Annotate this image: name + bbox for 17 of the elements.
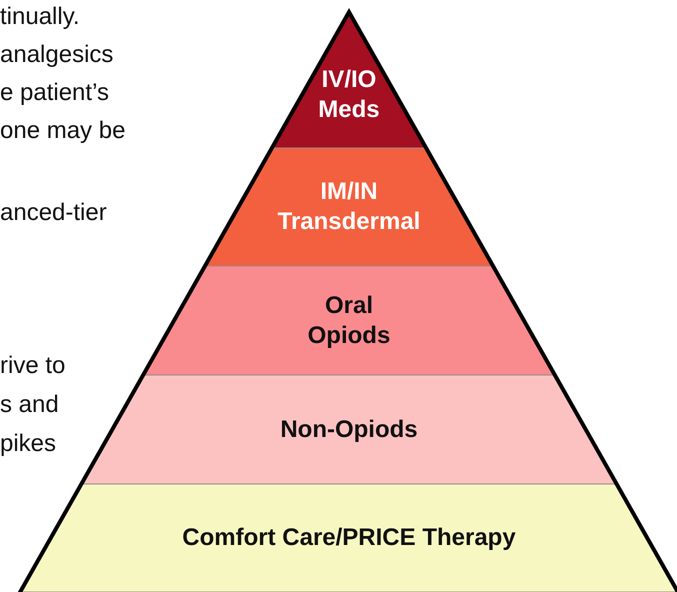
tier-label: Oral Opiods xyxy=(306,290,392,350)
tier-label: Non-Opiods xyxy=(280,414,418,444)
tier-label: IV/IO Meds xyxy=(317,65,381,125)
pyramid-tier xyxy=(20,484,677,592)
note-text: pikes xyxy=(0,430,56,458)
note-text: s and xyxy=(0,391,59,419)
note-text: one may be xyxy=(0,117,126,145)
note-text: tinually. xyxy=(0,3,80,31)
note-text: anced-tier xyxy=(0,199,107,227)
pyramid-tier xyxy=(143,266,555,375)
note-text: analgesics xyxy=(0,41,114,69)
tier-label: Comfort Care/PRICE Therapy xyxy=(182,523,516,553)
pyramid-tier xyxy=(81,375,617,484)
note-text: e patient’s xyxy=(0,79,109,107)
pyramid-tier xyxy=(204,148,493,266)
tier-label: IM/IN Transdermal xyxy=(276,177,422,237)
note-text: rive to xyxy=(0,352,66,380)
